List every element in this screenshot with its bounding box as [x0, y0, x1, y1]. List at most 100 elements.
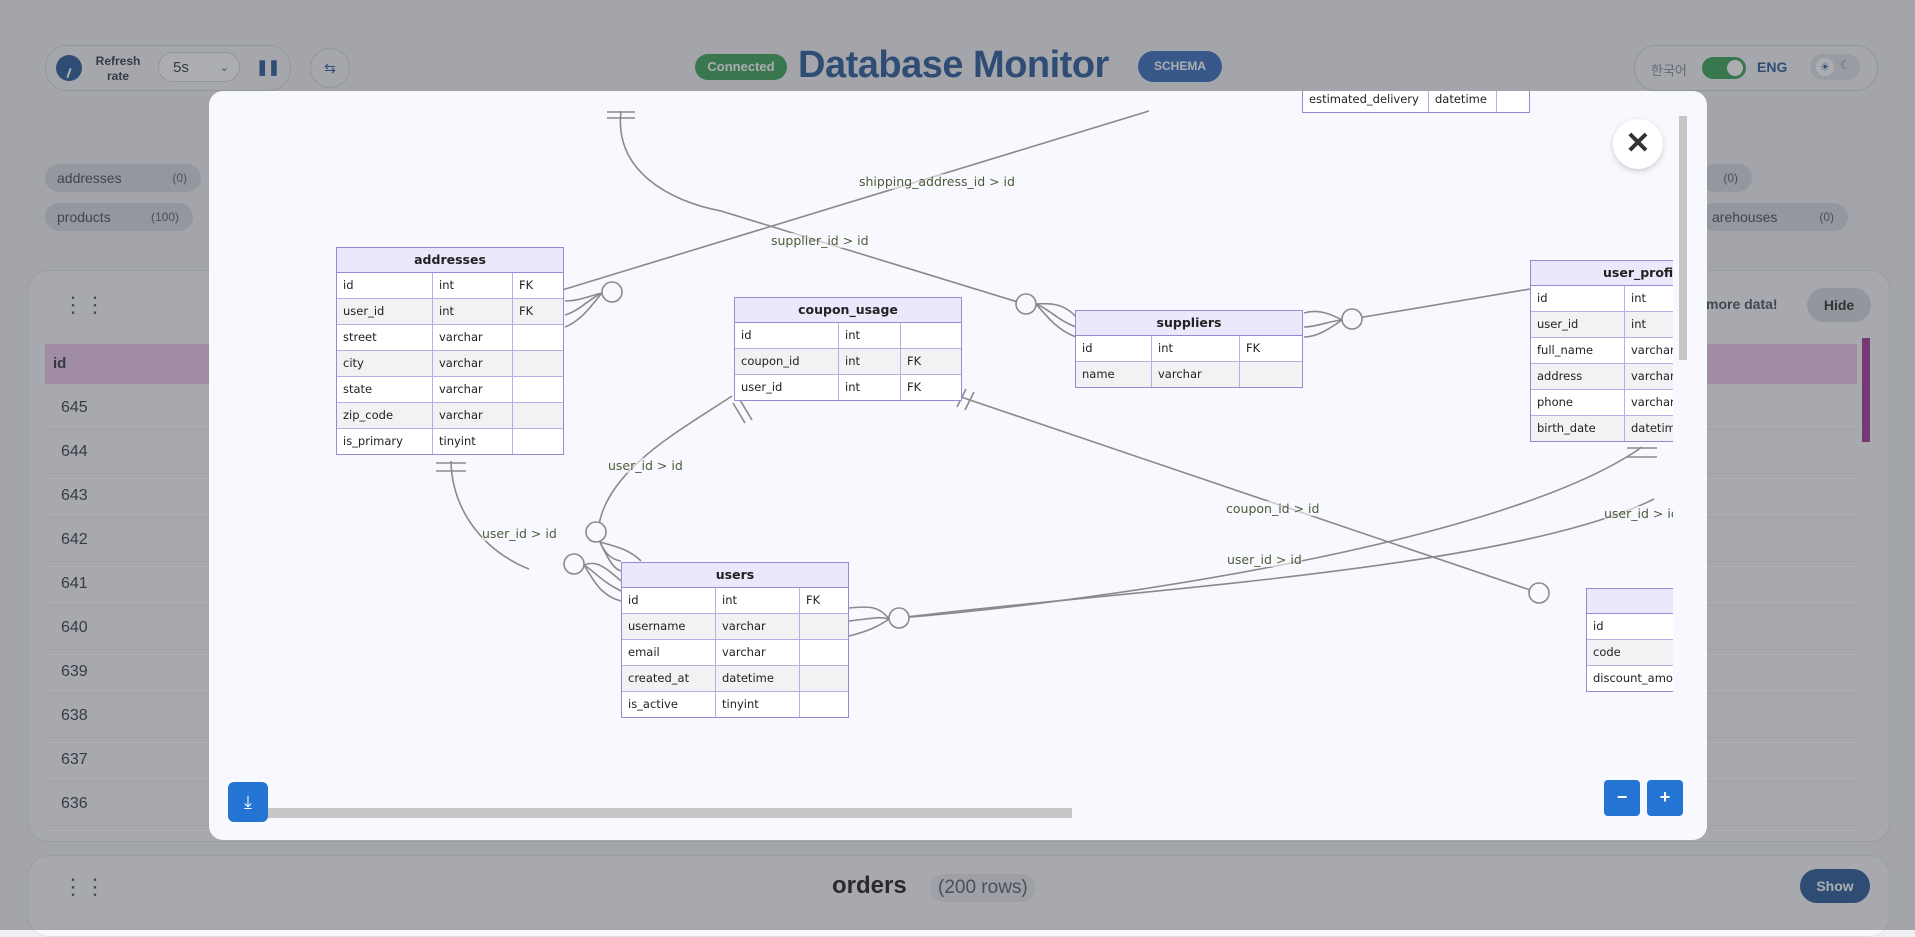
relation-label: supplier_id > id — [771, 233, 869, 248]
zoom-out-button[interactable]: − — [1604, 780, 1640, 816]
entity-cell: int — [1631, 317, 1646, 331]
entity-cell: id — [1593, 619, 1604, 633]
schema-button[interactable]: SCHEMA — [1138, 51, 1222, 82]
entity-cell: varchar — [433, 403, 513, 428]
language-toggle[interactable] — [1702, 57, 1746, 79]
table-chip-products[interactable]: products (100) — [45, 203, 193, 231]
lang-korean-label[interactable]: 한국어 — [1651, 63, 1687, 78]
entity-title: addresses — [337, 248, 563, 273]
page-title: Database Monitor — [798, 44, 1109, 86]
refresh-control-group: Refresh rate 5s ⌄ ❚❚ — [45, 45, 291, 91]
entity-cell: varchar — [1631, 369, 1673, 383]
entity-cell — [800, 614, 848, 639]
entity-cell: full_name — [1531, 338, 1625, 363]
refresh-rate-select[interactable]: 5s ⌄ — [158, 52, 240, 82]
lang-english-label[interactable]: ENG — [1757, 59, 1788, 75]
relation-line — [898, 498, 1655, 619]
chip-count: (0) — [1819, 210, 1834, 224]
refresh-icon[interactable] — [56, 55, 82, 81]
chip-name: products — [57, 209, 111, 225]
relation-line — [960, 396, 1540, 594]
drag-handle-icon[interactable]: ⋮⋮ — [62, 292, 106, 317]
table-chip[interactable]: (0) — [1700, 164, 1752, 192]
settings-group: 한국어 ENG ☀ ☾ — [1634, 45, 1878, 91]
chip-count: (100) — [150, 210, 179, 224]
entity-cell: int — [433, 299, 513, 324]
entity-cell: varchar — [433, 377, 513, 402]
schema-modal: shipping_address_id > id supplier_id > i… — [209, 91, 1707, 840]
entity-cell: FK — [806, 593, 821, 607]
entity-cell — [513, 325, 563, 350]
drag-handle-icon[interactable]: ⋮⋮ — [62, 874, 106, 899]
hide-button[interactable]: Hide — [1807, 288, 1871, 322]
entity-title: user_profil — [1531, 261, 1673, 286]
entity-cell — [513, 403, 563, 428]
entity-cell: id — [1076, 336, 1152, 361]
sun-icon: ☀ — [1816, 58, 1834, 76]
entity-cell: birth_date — [1531, 416, 1625, 441]
relation-label: user_id > id — [482, 526, 557, 541]
table-scrollbar[interactable] — [1862, 338, 1870, 442]
relation-line — [619, 110, 1022, 304]
entity-cell — [901, 323, 961, 348]
connection-status-badge: Connected — [695, 54, 787, 80]
entity-cell — [1497, 91, 1527, 112]
download-icon: ⤓ — [244, 792, 252, 812]
entity-cell: int — [839, 323, 901, 348]
entity-coupons[interactable]: id code discount_amou — [1586, 588, 1673, 692]
diagram-horizontal-scrollbar[interactable] — [255, 808, 1072, 818]
entity-cell: is_primary — [337, 429, 433, 454]
entity-cell: varchar — [433, 351, 513, 376]
entity-cell: int — [839, 349, 901, 374]
entity-cell: FK — [519, 304, 534, 318]
relation-label: user_id > id — [1227, 552, 1302, 567]
schema-diagram-canvas[interactable]: shipping_address_id > id supplier_id > i… — [209, 91, 1673, 791]
chip-name: arehouses — [1712, 209, 1778, 225]
row-count-badge: (200 rows) — [930, 874, 1036, 902]
entity-cell: datetime — [716, 666, 800, 691]
download-button[interactable]: ⤓ — [228, 782, 268, 822]
show-button[interactable]: Show — [1800, 869, 1870, 903]
entity-cell: int — [433, 273, 513, 298]
chevron-down-icon: ⌄ — [219, 62, 229, 74]
table-chip-warehouses[interactable]: arehouses (0) — [1700, 203, 1848, 231]
entity-cell: varchar — [1631, 395, 1673, 409]
entity-cell: id — [735, 323, 839, 348]
close-modal-button[interactable]: ✕ — [1613, 119, 1663, 169]
entity-cell: tinyint — [716, 692, 800, 717]
entity-title: coupon_usage — [735, 298, 961, 323]
entity-cell: name — [1076, 362, 1152, 387]
diagram-vertical-scrollbar[interactable] — [1677, 106, 1687, 786]
relation-label: user_id > id — [1604, 506, 1673, 521]
entity-cell: email — [622, 640, 716, 665]
entity-cell: state — [337, 377, 433, 402]
swap-button[interactable]: ⇆ — [310, 48, 350, 88]
relation-label: shipping_address_id > id — [859, 174, 1015, 189]
entity-cell — [513, 377, 563, 402]
refresh-rate-label: Refresh rate — [95, 54, 141, 83]
relation-label: coupon_id > id — [1226, 501, 1320, 516]
zoom-in-button[interactable]: + — [1647, 780, 1683, 816]
entity-cell: user_id — [735, 375, 839, 400]
entity-cell — [800, 692, 848, 717]
entity-cell: datetime — [1631, 421, 1673, 435]
scrollbar-thumb[interactable] — [1679, 116, 1687, 360]
pause-icon[interactable]: ❚❚ — [256, 59, 280, 76]
entity-title: suppliers — [1076, 311, 1302, 336]
entity-cell: varchar — [716, 614, 800, 639]
entity-cell: street — [337, 325, 433, 350]
relation-line — [548, 110, 1150, 295]
entity-cell: discount_amou — [1593, 671, 1673, 685]
chip-count: (0) — [172, 171, 187, 185]
table-chip-addresses[interactable]: addresses (0) — [45, 164, 201, 192]
entity-cell: datetime — [1429, 91, 1497, 112]
orders-title: orders — [832, 872, 907, 899]
entity-cell — [513, 429, 563, 454]
theme-toggle[interactable]: ☀ ☾ — [1810, 54, 1860, 80]
